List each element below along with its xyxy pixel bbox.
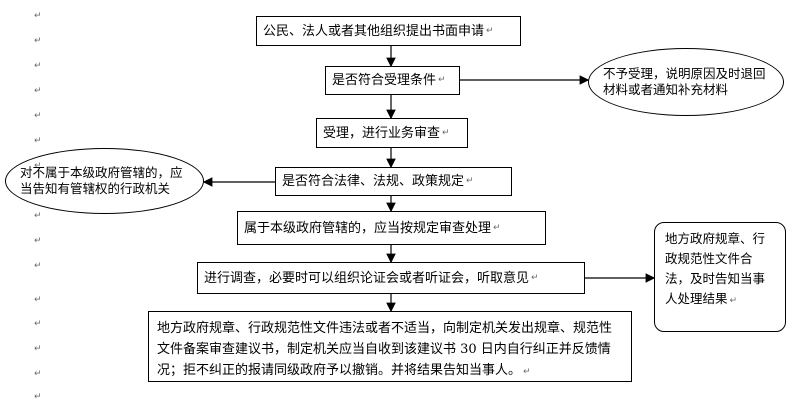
- paragraph-mark: ↵: [34, 344, 42, 354]
- paragraph-mark: ↵: [34, 86, 42, 96]
- paragraph-mark: ↵: [34, 11, 42, 21]
- paragraph-mark: ↵: [34, 236, 42, 246]
- paragraph-mark: ↵: [34, 61, 42, 71]
- paragraph-mark: ↵: [34, 369, 42, 379]
- paragraph-mark: ↵: [34, 295, 42, 305]
- paragraph-mark: ↵: [34, 261, 42, 271]
- branch-not-jurisdiction: 对不属于本级政府管辖的，应当告知有管辖权的行政机关: [5, 148, 204, 214]
- paragraph-mark: ↵: [34, 392, 42, 402]
- flow-step-1: 公民、法人或者其他组织提出书面申请↵: [256, 16, 521, 46]
- paragraph-mark: ↵: [34, 136, 42, 146]
- paragraph-mark: ↵: [34, 319, 42, 329]
- flow-step-4: 是否符合法律、法规、政策规定↵: [275, 167, 512, 196]
- flow-step-7: 地方政府规章、行政规范性文件违法或者不适当，向制定机关发出规章、规范性文件备案审…: [148, 311, 632, 382]
- branch-not-accepted: 不予受理，说明原因及时退回材料或者通知补充材料: [588, 48, 784, 116]
- flow-step-5: 属于本级政府管辖的，应当按规定审查处理↵: [237, 211, 546, 245]
- paragraph-mark: ↵: [34, 211, 42, 221]
- flow-step-6: 进行调查，必要时可以组织论证会或者听证会，听取意见↵: [197, 262, 585, 294]
- paragraph-mark: ↵: [34, 111, 42, 121]
- flow-step-3: 受理，进行业务审查↵: [316, 118, 468, 148]
- paragraph-mark: ↵: [34, 36, 42, 46]
- branch-legal-result: 地方政府规章、行政规范性文件合法，及时告知当事人处理结果↵: [654, 222, 786, 332]
- flow-step-2: 是否符合受理条件↵: [325, 66, 460, 95]
